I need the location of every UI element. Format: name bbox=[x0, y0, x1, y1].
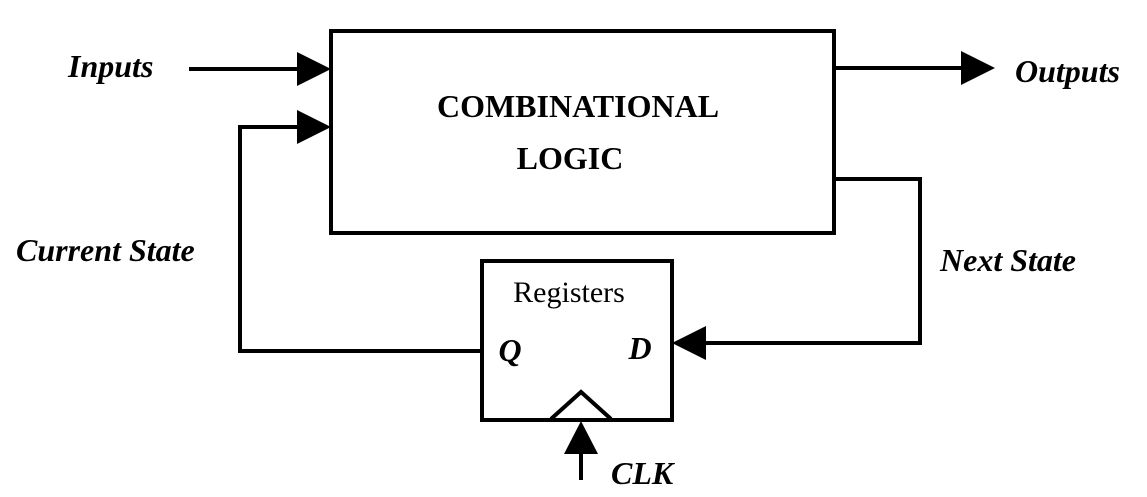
inputs-label: Inputs bbox=[67, 48, 153, 84]
registers-title: Registers bbox=[513, 276, 625, 309]
clk-arrow bbox=[564, 421, 598, 480]
outputs-arrow bbox=[834, 51, 995, 85]
next-state-label: Next State bbox=[939, 242, 1076, 278]
outputs-label: Outputs bbox=[1015, 53, 1120, 89]
combinational-logic-title-line1: COMBINATIONAL bbox=[437, 88, 719, 124]
inputs-arrow bbox=[189, 52, 331, 86]
combinational-logic-block bbox=[329, 29, 836, 235]
clk-label: CLK bbox=[611, 455, 676, 491]
current-state-feedback-wire bbox=[238, 110, 482, 353]
register-q-port-label: Q bbox=[498, 332, 521, 368]
clock-triangle-symbol bbox=[549, 389, 613, 421]
register-d-port-label: D bbox=[627, 330, 651, 366]
combinational-logic-title-line2: LOGIC bbox=[517, 140, 624, 176]
current-state-label: Current State bbox=[16, 232, 195, 268]
next-state-wire bbox=[672, 177, 922, 360]
